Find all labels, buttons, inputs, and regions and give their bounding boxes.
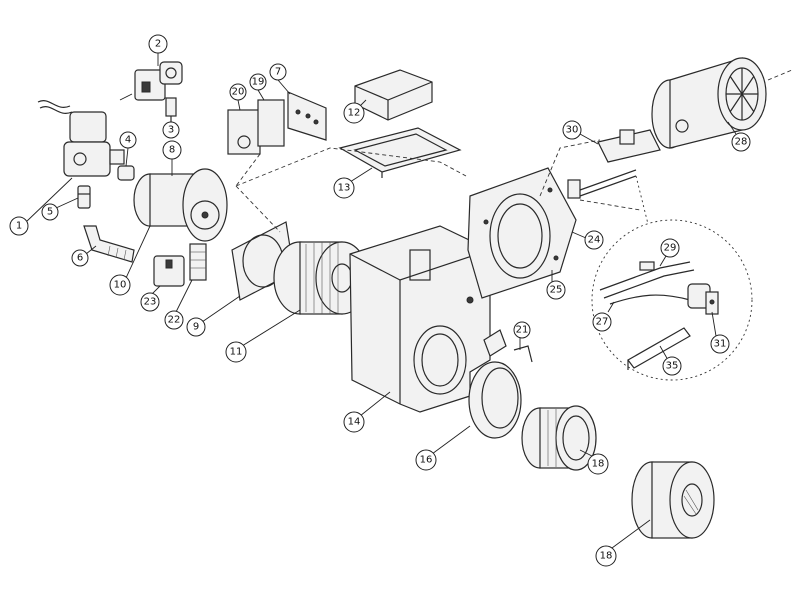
callout-19: 19 — [249, 73, 267, 101]
callout-label: 25 — [550, 285, 563, 296]
callout-23: 23 — [140, 285, 161, 312]
callout-label: 7 — [275, 67, 281, 78]
valve-stem-part — [165, 97, 177, 122]
callout-31: 31 — [710, 311, 730, 354]
blast-tube-part — [521, 405, 597, 471]
electrode-detail-inset — [591, 219, 753, 381]
callout-30: 30 — [562, 120, 599, 145]
callout-label: 10 — [114, 280, 127, 291]
air-ring-part — [468, 361, 522, 439]
callout-label: 30 — [566, 125, 579, 136]
nozzle-fitting-part — [77, 185, 91, 209]
callout-5: 5 — [41, 197, 79, 221]
callout-label: 18 — [600, 551, 613, 562]
callout-label: 9 — [193, 322, 199, 333]
assembly-guide-lines — [119, 93, 649, 233]
callout-label: 23 — [144, 297, 157, 308]
callout-label: 16 — [420, 455, 433, 466]
callout-label: 4 — [125, 135, 131, 146]
burner-housing-part — [349, 225, 491, 413]
mounting-plate-part — [338, 127, 462, 178]
callout-label: 28 — [735, 137, 748, 148]
callout-16: 16 — [415, 425, 471, 471]
callout-2: 2 — [148, 34, 168, 66]
callout-label: 20 — [232, 87, 245, 98]
motor-part — [133, 168, 228, 242]
head-drum-part — [651, 57, 793, 149]
small-gasket-part — [483, 329, 533, 363]
callout-11: 11 — [225, 309, 301, 363]
callout-7: 7 — [269, 63, 291, 95]
callout-label: 3 — [168, 125, 174, 136]
callout-14: 14 — [343, 391, 391, 433]
callout-label: 6 — [77, 253, 83, 264]
callout-3: 3 — [162, 121, 180, 139]
callout-label: 21 — [516, 325, 529, 336]
callout-label: 14 — [348, 417, 361, 428]
callout-8: 8 — [162, 140, 182, 176]
callout-22: 22 — [164, 279, 193, 330]
control-box-part — [227, 91, 327, 155]
callout-label: 11 — [230, 347, 243, 358]
terminal-block-part — [189, 243, 207, 281]
callout-label: 2 — [155, 39, 161, 50]
elbow-hose-part — [83, 225, 135, 263]
callout-1: 1 — [9, 177, 73, 236]
callout-label: 31 — [714, 339, 727, 350]
callout-9: 9 — [186, 295, 241, 337]
coil-cap-part — [134, 61, 183, 101]
callout-label: 35 — [666, 361, 679, 372]
callout-label: 1 — [16, 221, 22, 232]
fitting-part — [117, 165, 135, 181]
callout-label: 24 — [588, 235, 601, 246]
callout-27: 27 — [592, 301, 615, 332]
callout-29: 29 — [659, 238, 680, 267]
callout-label: 29 — [664, 243, 677, 254]
callout-6: 6 — [71, 245, 97, 267]
callout-28: 28 — [727, 121, 751, 152]
callout-13: 13 — [333, 167, 373, 199]
solenoid-valve-part — [37, 100, 125, 177]
callout-label: 18 — [592, 459, 605, 470]
ignition-transformer-part — [354, 69, 433, 121]
callout-10: 10 — [109, 225, 151, 296]
nozzle-holder-part — [567, 129, 661, 199]
callout-label: 5 — [47, 207, 53, 218]
flange-part — [467, 167, 577, 299]
callout-4: 4 — [119, 131, 137, 167]
callout-12: 12 — [343, 99, 367, 124]
callout-label: 8 — [169, 145, 175, 156]
callout-18-upper: 18 — [579, 449, 609, 475]
callout-label: 13 — [338, 183, 351, 194]
callout-24: 24 — [571, 230, 604, 250]
callout-21: 21 — [513, 321, 531, 350]
combustion-head-part — [631, 461, 715, 539]
callout-label: 22 — [168, 315, 181, 326]
callout-label: 12 — [348, 108, 361, 119]
callout-20: 20 — [229, 83, 247, 111]
callout-label: 19 — [252, 77, 265, 88]
callout-18-lower: 18 — [595, 519, 651, 567]
callout-label: 27 — [596, 317, 609, 328]
capacitor-part — [153, 255, 185, 287]
callout-35: 35 — [659, 345, 682, 376]
callout-25: 25 — [546, 270, 566, 300]
